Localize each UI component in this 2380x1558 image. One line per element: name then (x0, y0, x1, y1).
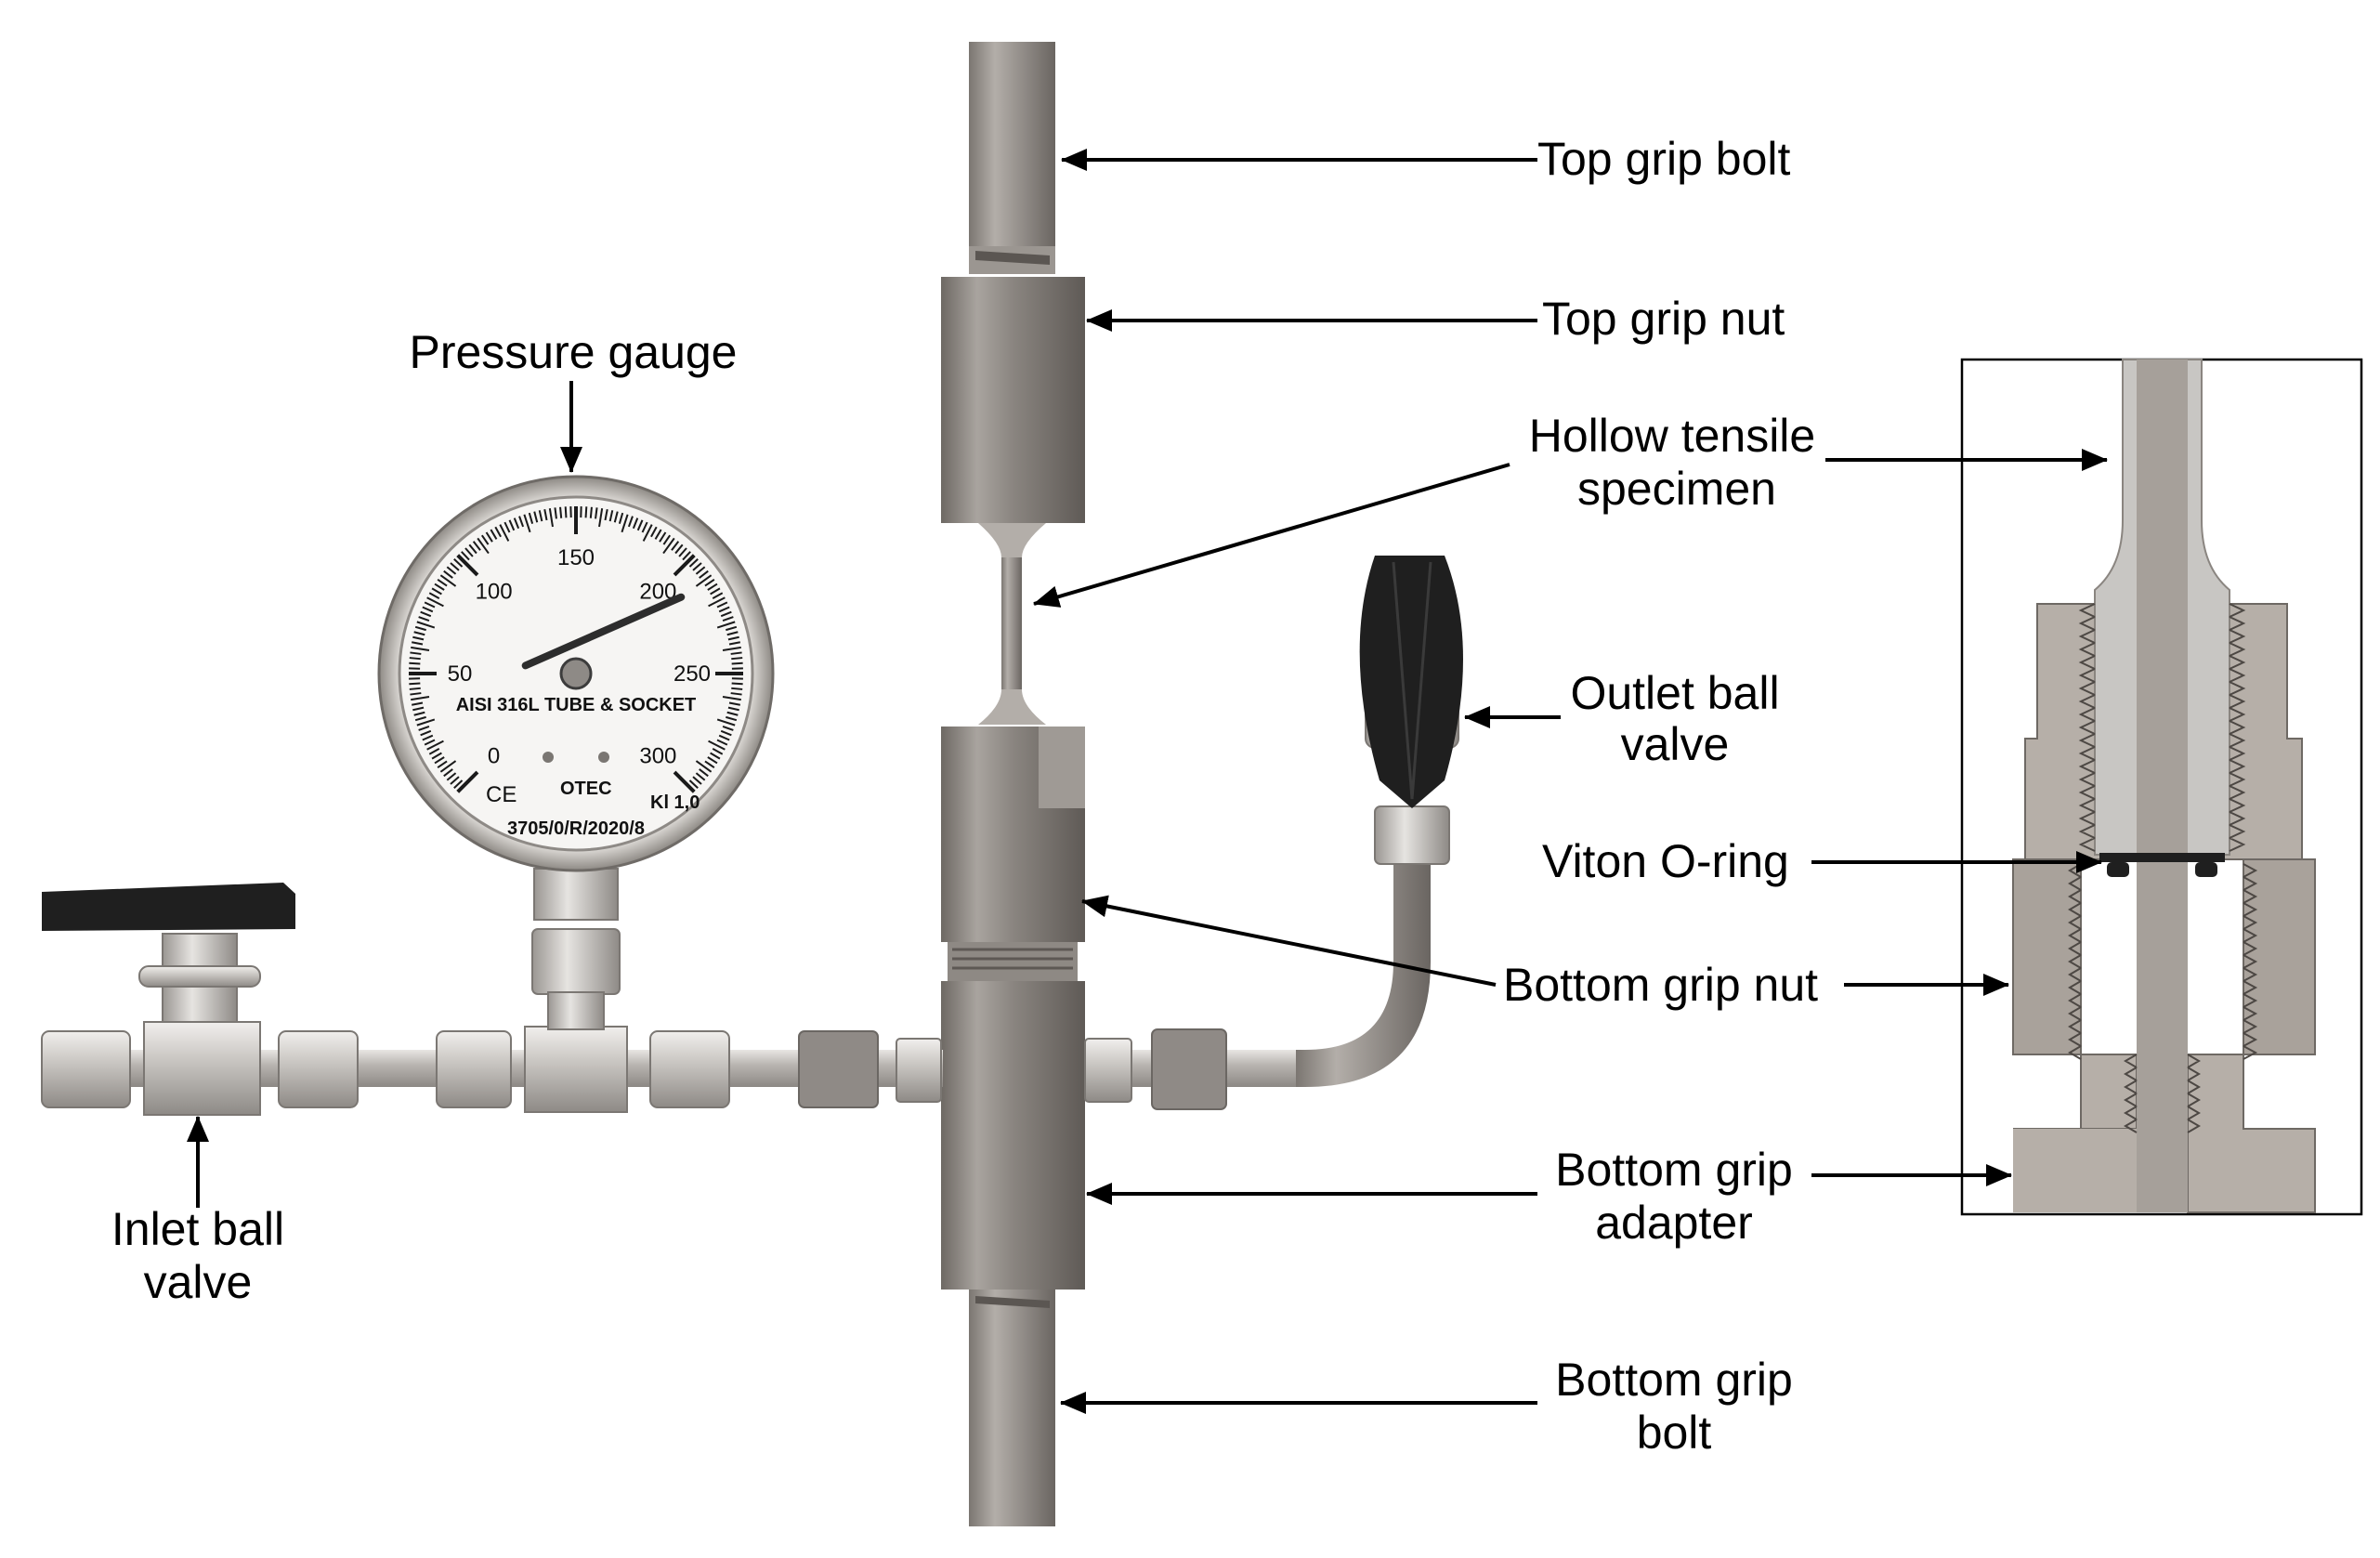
gauge-tick (586, 506, 587, 517)
top-grip-nut (941, 277, 1085, 523)
label-inlet-valve-line2: valve (144, 1256, 253, 1308)
label-outlet-valve-line2: valve (1621, 718, 1730, 770)
gauge-scale-label: 100 (476, 580, 513, 605)
gauge-tick (731, 658, 742, 659)
gauge-brand: OTEC (560, 779, 612, 799)
label-hollow-specimen-line1: Hollow tensile (1529, 410, 1815, 462)
gauge-scale-label: 0 (488, 743, 500, 768)
label-top-grip-nut: Top grip nut (1542, 293, 1785, 345)
gauge-scale-label: 250 (673, 661, 711, 687)
inlet-ball-valve-body (144, 1022, 260, 1115)
gauge-tick (591, 507, 592, 518)
label-bottom-grip-nut: Bottom grip nut (1503, 959, 1818, 1011)
outlet-valve-handle (1360, 556, 1463, 808)
gauge-class: Kl 1,0 (650, 792, 700, 813)
gauge-serial: 3705/0/R/2020/8 (507, 818, 645, 839)
label-outlet-valve-line1: Outlet ball (1570, 667, 1779, 719)
label-bottom-grip-bolt-line1: Bottom grip (1555, 1354, 1793, 1406)
gauge-scale-label: 150 (557, 545, 595, 570)
bottom-grip-bolt (969, 1290, 1055, 1526)
gauge-tick (732, 663, 743, 664)
gauge-tick (731, 688, 742, 689)
label-bottom-grip-adapter-line1: Bottom grip (1555, 1144, 1793, 1196)
label-bottom-grip-bolt-line2: bolt (1637, 1407, 1712, 1459)
gauge-face-text: AISI 316L TUBE & SOCKET (456, 695, 697, 715)
label-bottom-grip-adapter-line2: adapter (1595, 1197, 1753, 1249)
viton-oring-left (2107, 862, 2129, 877)
outlet-line (1085, 556, 1463, 1109)
gauge-tick (560, 507, 561, 518)
section-detail-view (1962, 360, 2361, 1214)
gauge-tick (566, 506, 567, 517)
top-grip-bolt (969, 42, 1055, 255)
gauge-scale-label: 50 (448, 661, 473, 687)
inlet-line (42, 869, 943, 1115)
label-pressure-gauge: Pressure gauge (409, 326, 737, 378)
bottom-grip-adapter (941, 981, 1085, 1290)
label-viton-oring: Viton O-ring (1542, 835, 1789, 887)
viton-oring-right (2195, 862, 2217, 877)
label-top-grip-bolt: Top grip bolt (1537, 133, 1790, 185)
gauge-tick (410, 658, 421, 659)
label-inlet-valve-line1: Inlet ball (111, 1203, 284, 1255)
inlet-valve-handle (42, 883, 295, 931)
gauge-tick (409, 663, 420, 664)
label-hollow-specimen-line2: specimen (1577, 463, 1776, 515)
gauge-tick (410, 688, 421, 689)
gauge-tick (409, 684, 420, 685)
gauge-scale-label: 300 (639, 743, 676, 768)
gauge-ce-mark: CE (486, 782, 517, 807)
grip-assembly (941, 42, 1085, 1526)
gauge-tick (732, 684, 743, 685)
gauge-tee (525, 1027, 627, 1112)
